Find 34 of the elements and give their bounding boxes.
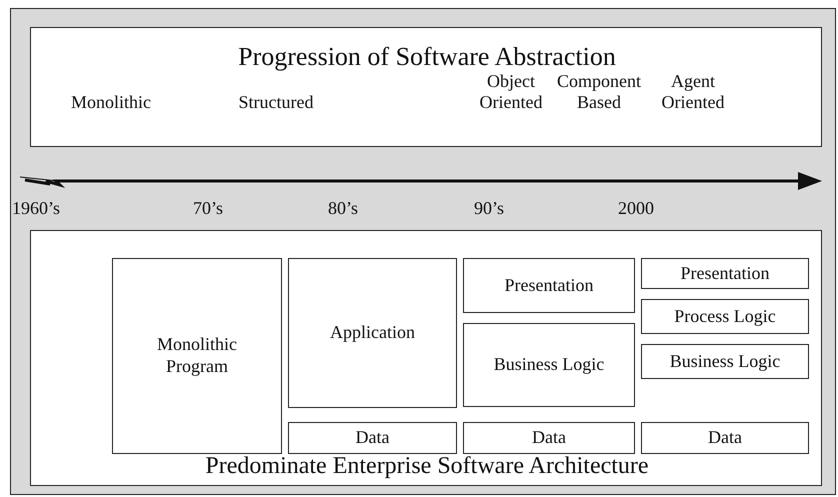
- panel: [30, 27, 822, 147]
- architecture-box: [641, 344, 809, 379]
- section-title: Progression of Software Abstraction: [237, 42, 617, 72]
- architecture-box: [463, 323, 635, 407]
- architecture-box: [641, 299, 809, 334]
- layer-label: Application: [330, 322, 415, 344]
- layer-label: Data: [708, 427, 742, 449]
- layer-label: Data: [356, 427, 390, 449]
- layer-label: Business Logic: [670, 350, 780, 372]
- section-title: Predominate Enterprise Software Architecture: [204, 453, 650, 481]
- year-label: 1960’s: [12, 198, 60, 219]
- architecture-box: [112, 258, 282, 454]
- layer-label: Data: [532, 427, 566, 449]
- era-label: Monolithic: [70, 92, 152, 113]
- panel: [30, 230, 822, 486]
- era-label: Structured: [238, 92, 314, 113]
- layer-label: Presentation: [504, 274, 594, 296]
- era-label: Object Oriented: [478, 71, 544, 112]
- era-label: Component Based: [556, 71, 642, 112]
- year-label: 80’s: [328, 198, 358, 219]
- layer-label: Business Logic: [494, 354, 604, 376]
- layer-label: Process Logic: [674, 306, 776, 328]
- year-label: 90’s: [474, 198, 504, 219]
- architecture-box: [463, 258, 635, 313]
- architecture-box: [288, 258, 457, 408]
- architecture-box: [641, 258, 809, 289]
- year-label: 2000: [618, 198, 654, 219]
- layer-label: Presentation: [680, 262, 770, 284]
- layer-label: Monolithic Program: [156, 334, 238, 378]
- year-label: 70’s: [193, 198, 224, 219]
- architecture-box: [288, 422, 457, 454]
- architecture-box: [641, 422, 809, 454]
- architecture-box: [463, 422, 635, 454]
- era-label: Agent Oriented: [660, 71, 726, 112]
